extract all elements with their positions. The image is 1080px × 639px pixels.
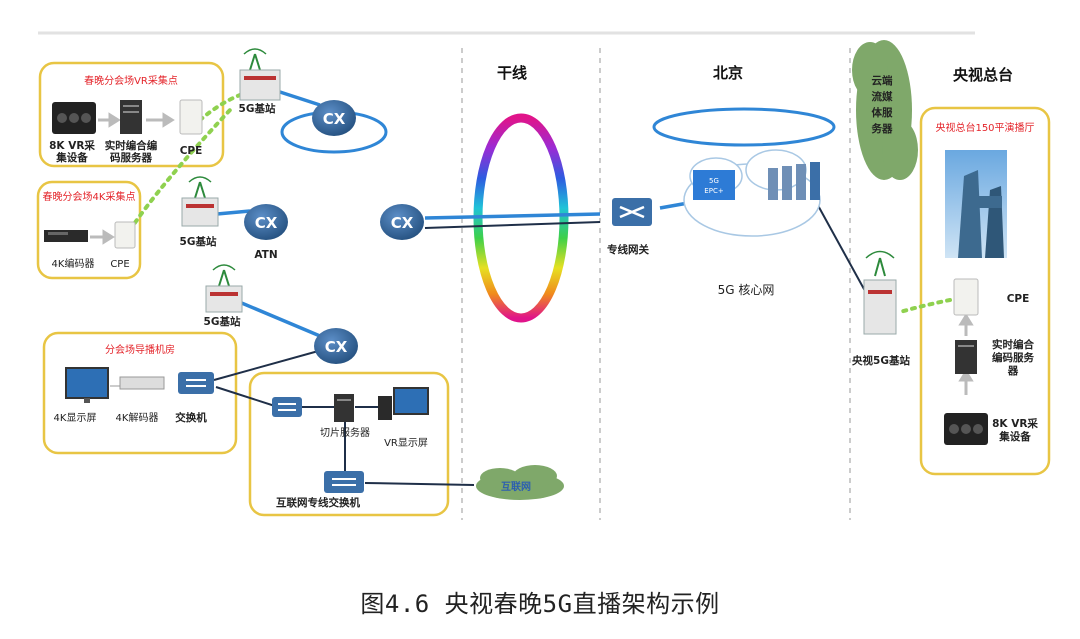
box-slice-group <box>248 371 450 517</box>
router-cx-trunk: CX <box>380 204 424 240</box>
server-icon <box>955 340 977 374</box>
cpe-icon <box>179 99 203 135</box>
router-cx-1: CX <box>312 100 356 136</box>
label-vr8k-line1: 8K VR采 <box>49 139 95 152</box>
base-station-icon <box>181 176 219 227</box>
cpe-icon <box>114 221 136 249</box>
cpe-icon <box>953 278 979 316</box>
box-title-vr-site: 春晚分会场VR采集点 <box>84 74 178 87</box>
label-cpe: CPE <box>180 145 203 157</box>
label-vr8k-line2: 集设备 <box>55 151 88 164</box>
label-gateway: 专线网关 <box>607 243 649 256</box>
label-slice-srv: 切片服务器 <box>320 426 370 439</box>
label-hq-vr8k-2: 集设备 <box>998 430 1031 443</box>
label-disp4k: 4K显示屏 <box>54 412 97 424</box>
label-enc4k: 4K编码器 <box>52 257 95 270</box>
label-core: 5G 核心网 <box>718 283 775 297</box>
encoder-icon <box>44 230 88 242</box>
base-station-icon <box>205 264 243 313</box>
flow-arrows <box>90 112 974 395</box>
switch-icon <box>324 471 364 493</box>
svg-text:EPC+: EPC+ <box>704 187 724 195</box>
box-hall150 <box>919 106 1051 476</box>
label-dec4k: 4K解码器 <box>116 411 159 424</box>
label-hq-vr8k-1: 8K VR采 <box>992 417 1038 430</box>
base-station-icon <box>863 250 897 335</box>
svg-text:CX: CX <box>255 214 278 232</box>
server-icon <box>120 100 142 134</box>
router-cx-3: CX <box>314 328 358 364</box>
label-hq-encoder-3: 器 <box>1007 365 1019 377</box>
base-station-icon <box>239 48 281 101</box>
label-bs-1: 5G基站 <box>239 102 276 115</box>
monitor-icon <box>378 387 429 420</box>
epc-box-icon: 5G EPC+ <box>693 170 735 200</box>
vr-camera-icon <box>52 102 96 134</box>
svg-text:CX: CX <box>325 338 348 356</box>
box-title-director-room: 分会场导播机房 <box>105 343 175 356</box>
label-hq-cpe: CPE <box>1007 293 1030 305</box>
label-bs-3: 5G基站 <box>204 315 241 328</box>
server-icon <box>334 394 354 422</box>
router-cx-atn: CX <box>244 204 288 240</box>
label-vr-disp: VR显示屏 <box>384 437 428 449</box>
label-inet-switch: 互联网专线交换机 <box>276 496 360 509</box>
label-atn: ATN <box>254 249 277 261</box>
box-title-4k-site: 春晚分会场4K采集点 <box>43 190 136 203</box>
switch-icon <box>178 372 214 394</box>
label-internet: 互联网 <box>501 480 531 493</box>
svg-text:5G: 5G <box>709 177 719 185</box>
box-vr-site <box>38 61 225 168</box>
gateway-icon <box>612 198 652 226</box>
label-encoder-line2: 码服务器 <box>110 151 152 164</box>
column-title-beijing: 北京 <box>713 64 743 82</box>
label-cctv-bs: 央视5G基站 <box>852 354 910 367</box>
label-encoder-line1: 实时编合编 <box>105 139 158 152</box>
vr-camera-icon <box>944 413 988 445</box>
svg-text:CX: CX <box>391 214 414 232</box>
cloud-server-icon <box>852 40 918 180</box>
network-diagram: 干线 北京 央视总台 春晚分会场VR采集点 春晚分会场4K采集点 分会场导播机房… <box>36 31 1051 520</box>
switch-icon <box>272 397 302 417</box>
core-ring-beijing <box>652 107 836 147</box>
label-bs-2: 5G基站 <box>180 235 217 248</box>
label-cloud-srv-1: 云端 <box>872 74 893 87</box>
core-servers-icon <box>768 162 820 200</box>
label-switch: 交换机 <box>175 411 207 424</box>
box-4k-site <box>36 180 142 280</box>
monitor-icon <box>65 367 109 403</box>
label-hq-encoder-2: 编码服务 <box>992 351 1034 364</box>
label-cloud-srv-2: 流媒 <box>872 90 893 103</box>
label-cpe-4k: CPE <box>110 259 129 270</box>
label-cloud-srv-3: 体服 <box>872 106 893 119</box>
wireless-links <box>128 93 952 314</box>
box-title-hall150: 央视总台150平演播厅 <box>935 121 1034 134</box>
building-photo-icon <box>945 150 1007 258</box>
internet-cloud-icon <box>476 465 564 500</box>
label-hq-encoder-1: 实时编合 <box>992 338 1034 351</box>
column-title-cctv-hq: 央视总台 <box>953 66 1013 84</box>
svg-text:CX: CX <box>323 110 346 128</box>
figure-caption: 图4.6 央视春晚5G直播架构示例 <box>360 590 720 618</box>
column-title-trunk: 干线 <box>497 64 527 82</box>
label-cloud-srv-4: 务器 <box>872 122 893 135</box>
decoder-icon <box>119 376 165 390</box>
